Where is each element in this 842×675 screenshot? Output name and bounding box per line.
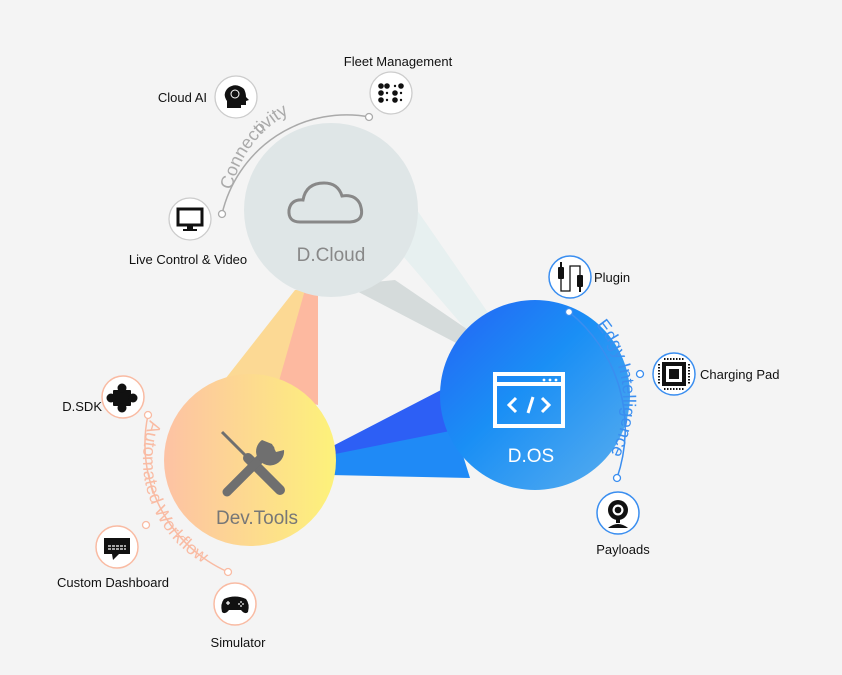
node-payloads[interactable]: Payloads <box>596 491 650 557</box>
node-label: Charging Pad <box>700 367 780 382</box>
automated-workflow-arc <box>144 414 229 573</box>
chat-dashboard-icon <box>104 538 130 560</box>
node-label: Plugin <box>594 270 630 285</box>
node-simulator[interactable]: Simulator <box>211 582 267 650</box>
hub-os-circle[interactable] <box>440 300 630 490</box>
chip-icon <box>658 358 690 390</box>
hub-cloud-title: D.Cloud <box>297 245 366 266</box>
arc-node <box>223 567 233 577</box>
beam-tools-to-os-light <box>330 430 470 478</box>
node-dsdk[interactable]: D.SDK <box>62 375 145 419</box>
monitor-icon <box>176 207 204 231</box>
node-custom-dashboard[interactable]: Custom Dashboard <box>57 525 169 590</box>
beam-cloud-to-tools-yellow <box>215 290 315 395</box>
webcam-icon <box>608 500 628 528</box>
arc-node <box>364 112 374 122</box>
brain-head-icon <box>224 85 249 108</box>
hub-cloud-circle[interactable] <box>244 123 418 297</box>
arc-node <box>635 369 645 379</box>
arc-node <box>255 123 265 133</box>
hub-os-title: D.OS <box>508 446 554 467</box>
node-label: Cloud AI <box>158 90 207 105</box>
dots-grid-icon <box>378 83 404 103</box>
arc-node <box>564 307 574 317</box>
arc-node <box>143 410 153 420</box>
cloud-icon <box>287 181 364 224</box>
arc-node <box>217 209 227 219</box>
node-plugin[interactable]: Plugin <box>548 255 630 299</box>
node-charging-pad[interactable]: Charging Pad <box>652 352 780 396</box>
hub-tools-title: Dev.Tools <box>216 508 298 529</box>
code-window-icon <box>493 372 565 428</box>
arc-node <box>612 473 622 483</box>
wrench-screwdriver-icon <box>220 430 285 497</box>
node-live-control-video[interactable]: Live Control & Video <box>129 197 247 267</box>
node-cloud-ai[interactable]: Cloud AI <box>158 75 258 119</box>
edgy-intelligence-arc <box>568 311 626 479</box>
node-label: Custom Dashboard <box>57 575 169 590</box>
node-label: Live Control & Video <box>129 252 247 267</box>
node-label: Payloads <box>596 542 650 557</box>
puzzle-icon <box>106 383 138 413</box>
node-label: Simulator <box>211 635 267 650</box>
beam-cloud-to-os-dark <box>345 280 480 345</box>
gamepad-icon <box>221 596 249 614</box>
connectivity-arc <box>221 114 371 215</box>
arc-node <box>141 520 151 530</box>
beam-cloud-to-tools-salmon <box>275 290 318 405</box>
cable-plug-icon <box>558 262 583 292</box>
node-label: Fleet Management <box>344 54 453 69</box>
node-label: D.SDK <box>62 399 102 414</box>
node-fleet-management[interactable]: Fleet Management <box>344 54 453 115</box>
